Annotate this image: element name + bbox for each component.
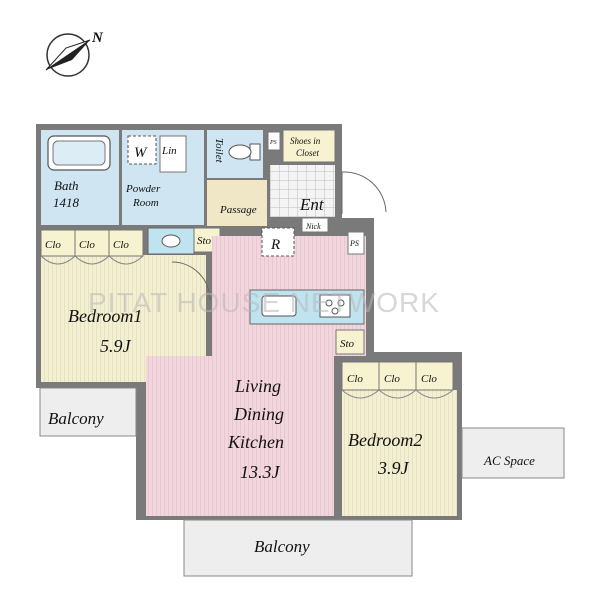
refrigerator-box: [261, 227, 295, 257]
balcony-left-label: Balcony: [48, 409, 104, 428]
living-label-line3: Kitchen: [227, 432, 284, 452]
compass-north-label: N: [91, 30, 104, 46]
watermark: PITAT HOUSE NETWORK: [88, 287, 440, 318]
bedroom2-closet-3-label: Clo: [421, 373, 437, 385]
bath-label: Bath: [54, 178, 79, 193]
living-size-label: 13.3J: [240, 462, 281, 482]
bedroom2-closets: Clo Clo Clo: [341, 361, 454, 399]
balcony-bottom: [183, 519, 413, 577]
niche-label: Nick: [305, 222, 321, 231]
powder-room-label-line1: Powder: [125, 183, 161, 195]
ac-space-label: AC Space: [483, 453, 535, 468]
passage-label: Passage: [219, 204, 257, 216]
toilet-icon: [228, 143, 261, 161]
ps-living-label: PS: [349, 239, 359, 248]
linen-label: Lin: [161, 145, 177, 157]
ps-small-label: PS: [269, 140, 277, 146]
toilet-label: Toilet: [213, 138, 225, 164]
powder-room-label-line2: Room: [132, 197, 159, 209]
bath-size-label: 1418: [53, 195, 80, 210]
entrance-door-swing: [341, 171, 387, 213]
bedroom1-closets: Clo Clo Clo: [40, 229, 144, 265]
washer-label: W: [134, 145, 148, 161]
washer-box: [127, 135, 157, 165]
storage-hall-label: Sto: [197, 235, 212, 247]
bedroom1-size-label: 5.9J: [100, 336, 132, 356]
linen-cabinet: [159, 135, 187, 173]
refrigerator-label: R: [270, 237, 280, 253]
shoes-closet-label-line2: Closet: [296, 148, 320, 158]
entrance-floor: [270, 165, 335, 217]
storage-living: [335, 329, 365, 355]
bedroom2-closet-1-label: Clo: [347, 373, 363, 385]
ac-space: [461, 427, 565, 479]
living-floor-main: [146, 356, 334, 516]
bedroom1-door-swing: [171, 261, 211, 301]
shoes-closet: [282, 129, 336, 163]
bedroom2-closet-2-label: Clo: [384, 373, 400, 385]
living-label-line1: Living: [234, 376, 281, 396]
entrance-label: Ent: [299, 195, 325, 214]
bedroom1-closet-2-label: Clo: [79, 239, 95, 251]
bedroom2-size-label: 3.9J: [377, 458, 410, 478]
bedroom2-floor: [342, 390, 457, 516]
balcony-bottom-label: Balcony: [254, 537, 310, 556]
kitchen-counter: [249, 289, 365, 325]
bedroom1-closet-1-label: Clo: [45, 239, 61, 251]
shoes-closet-label-line1: Shoes in: [290, 136, 321, 146]
sink-icon: [161, 234, 181, 248]
ps-small-box: [267, 131, 281, 151]
storage-living-label: Sto: [340, 338, 355, 350]
balcony-left: [39, 387, 137, 437]
bedroom1-label: Bedroom1: [68, 306, 142, 326]
living-label-line2: Dining: [233, 404, 284, 424]
compass: N: [45, 30, 104, 77]
living-floor-link: [212, 330, 334, 360]
bathtub-icon: [47, 135, 111, 171]
niche-box: [301, 217, 329, 233]
bedroom2-label: Bedroom2: [348, 430, 422, 450]
compass-arrow-icon: [45, 33, 91, 77]
bedroom1-closet-3-label: Clo: [113, 239, 129, 251]
ps-living-box: [347, 231, 365, 255]
passage-floor: [207, 180, 267, 226]
